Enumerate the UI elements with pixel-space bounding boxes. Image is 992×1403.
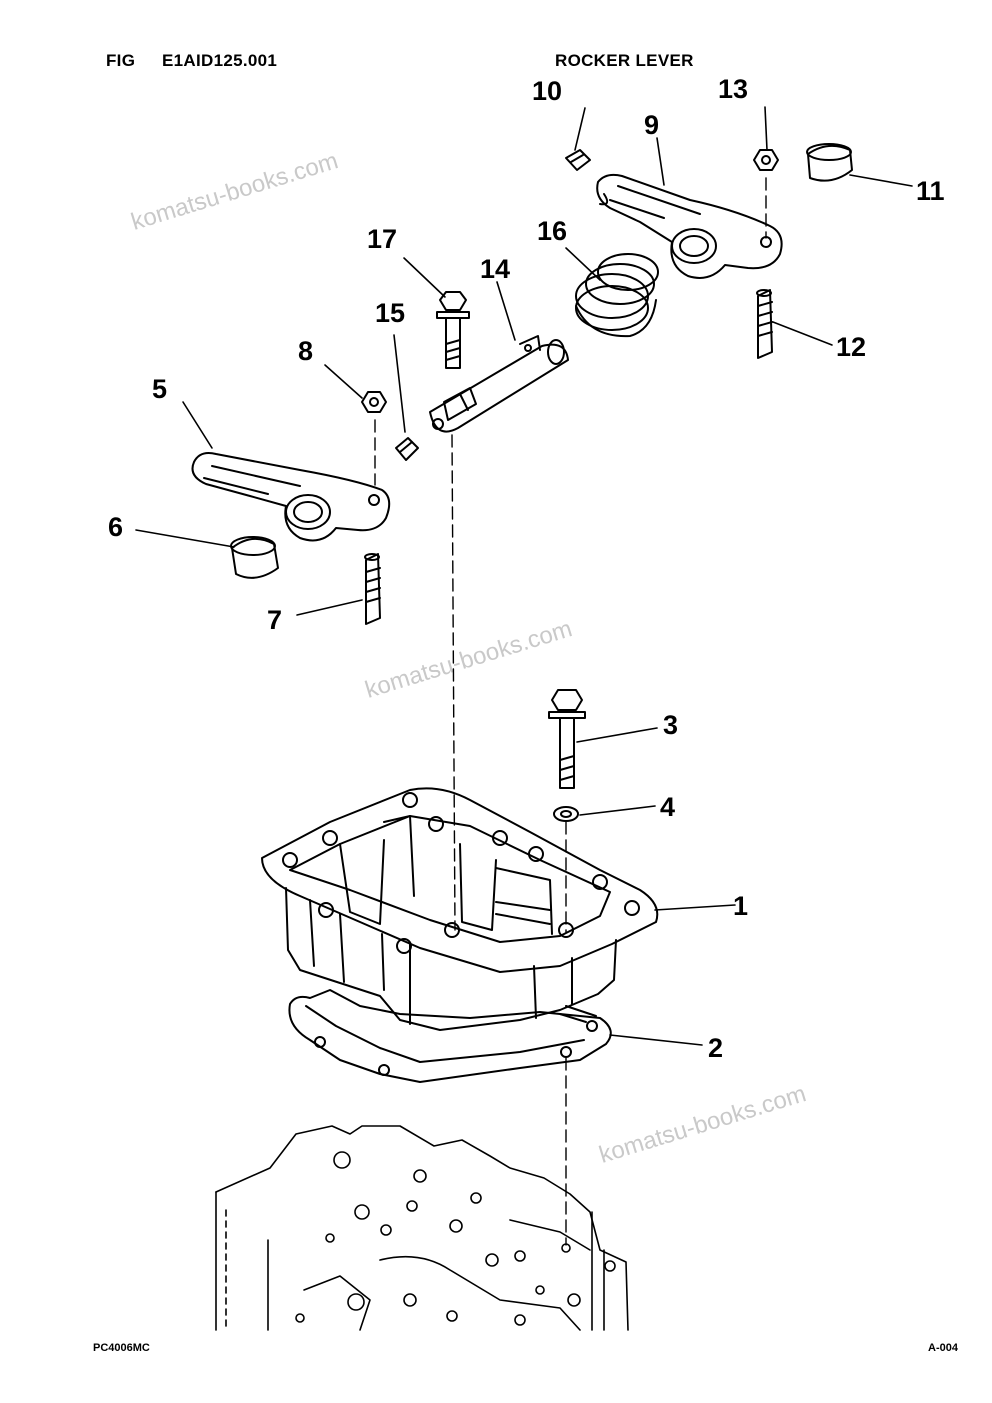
part-13-nut xyxy=(753,149,779,171)
part-4-washer xyxy=(553,806,579,822)
cylinder-head xyxy=(215,1125,629,1331)
part-15-screw xyxy=(395,437,419,461)
footer-page-number: A-004 xyxy=(928,1342,958,1354)
callout-10: 10 xyxy=(532,76,563,106)
callout-14: 14 xyxy=(480,254,511,284)
callout-7: 7 xyxy=(267,605,283,635)
leader-lines xyxy=(135,106,913,1046)
part-17-bolt xyxy=(436,291,470,369)
fig-code: E1AID125.001 xyxy=(162,51,278,70)
callout-6: 6 xyxy=(108,512,124,542)
callout-12: 12 xyxy=(836,332,867,362)
callout-16: 16 xyxy=(537,216,568,246)
part-11-bushing xyxy=(806,143,853,182)
part-7-adjusting-screw xyxy=(364,553,381,625)
part-1-rocker-housing xyxy=(261,787,659,1031)
part-9-rocker-lever xyxy=(596,173,783,279)
part-10-screw xyxy=(565,149,591,171)
fig-label: FIG xyxy=(106,51,136,70)
callout-5: 5 xyxy=(152,374,168,404)
callout-8: 8 xyxy=(298,336,314,366)
part-14-rocker-shaft xyxy=(429,335,569,433)
callout-15: 15 xyxy=(375,298,406,328)
callout-9: 9 xyxy=(644,110,660,140)
part-12-adjusting-screw xyxy=(756,289,773,359)
callout-1: 1 xyxy=(733,891,749,921)
part-16-spring xyxy=(575,253,659,338)
part-2-gasket xyxy=(288,989,612,1083)
callout-4: 4 xyxy=(660,792,676,822)
footer-model: PC4006MC xyxy=(93,1342,150,1354)
callout-11: 11 xyxy=(916,176,945,206)
part-5-rocker-lever xyxy=(191,452,391,542)
part-8-nut xyxy=(361,391,387,413)
assembly-axes xyxy=(374,177,767,1246)
callout-13: 13 xyxy=(718,74,749,104)
part-3-bolt xyxy=(548,689,586,789)
callout-17: 17 xyxy=(367,224,398,254)
callout-3: 3 xyxy=(663,710,679,740)
page-title: ROCKER LEVER xyxy=(555,51,694,70)
callout-2: 2 xyxy=(708,1033,724,1063)
part-6-bushing xyxy=(230,536,279,579)
